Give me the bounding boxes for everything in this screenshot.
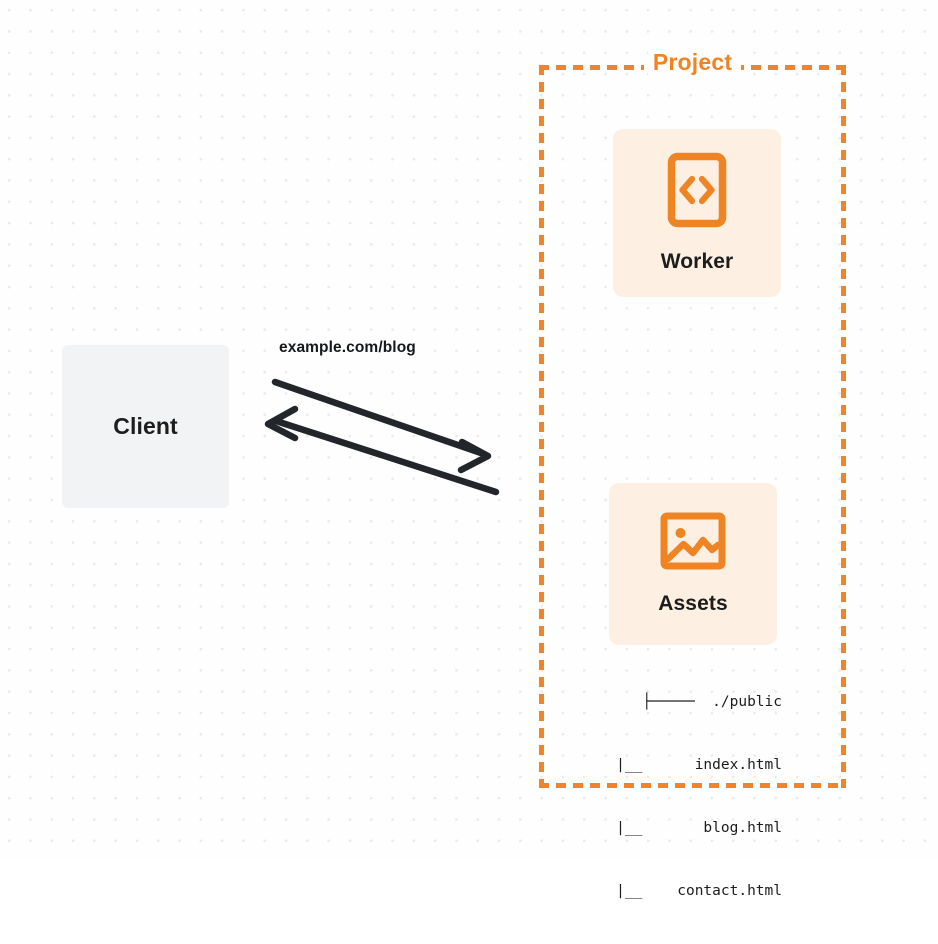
project-border-top-left (539, 65, 644, 70)
node-worker[interactable]: Worker (613, 129, 781, 297)
project-border-bottom (539, 783, 846, 788)
node-assets-label: Assets (658, 592, 728, 615)
arrow-response (264, 405, 500, 496)
node-assets[interactable]: Assets (609, 483, 777, 645)
project-border-right (841, 65, 846, 788)
node-client-label: Client (113, 413, 178, 439)
file-tree-line: |__ blog.html (616, 820, 782, 836)
project-group-label: Project (647, 48, 738, 76)
code-brackets-icon (667, 152, 727, 233)
edge-label-url: example.com/blog (279, 339, 416, 356)
node-client[interactable]: Client (62, 345, 229, 508)
file-tree-line: |__ index.html (616, 757, 782, 773)
file-tree-line: |__ contact.html (616, 883, 782, 899)
project-group: Project (539, 48, 846, 788)
assets-file-tree: ├───── ./public |__ index.html |__ blog.… (560, 650, 782, 944)
project-border-top-right (741, 65, 846, 70)
arrow-request (271, 378, 492, 474)
project-border-left (539, 65, 544, 788)
image-icon (660, 512, 726, 575)
node-worker-label: Worker (660, 250, 734, 273)
file-tree-line: ├───── ./public (642, 694, 782, 710)
diagram-canvas: Project Worker Assets ├───── ./public |_… (0, 0, 938, 899)
